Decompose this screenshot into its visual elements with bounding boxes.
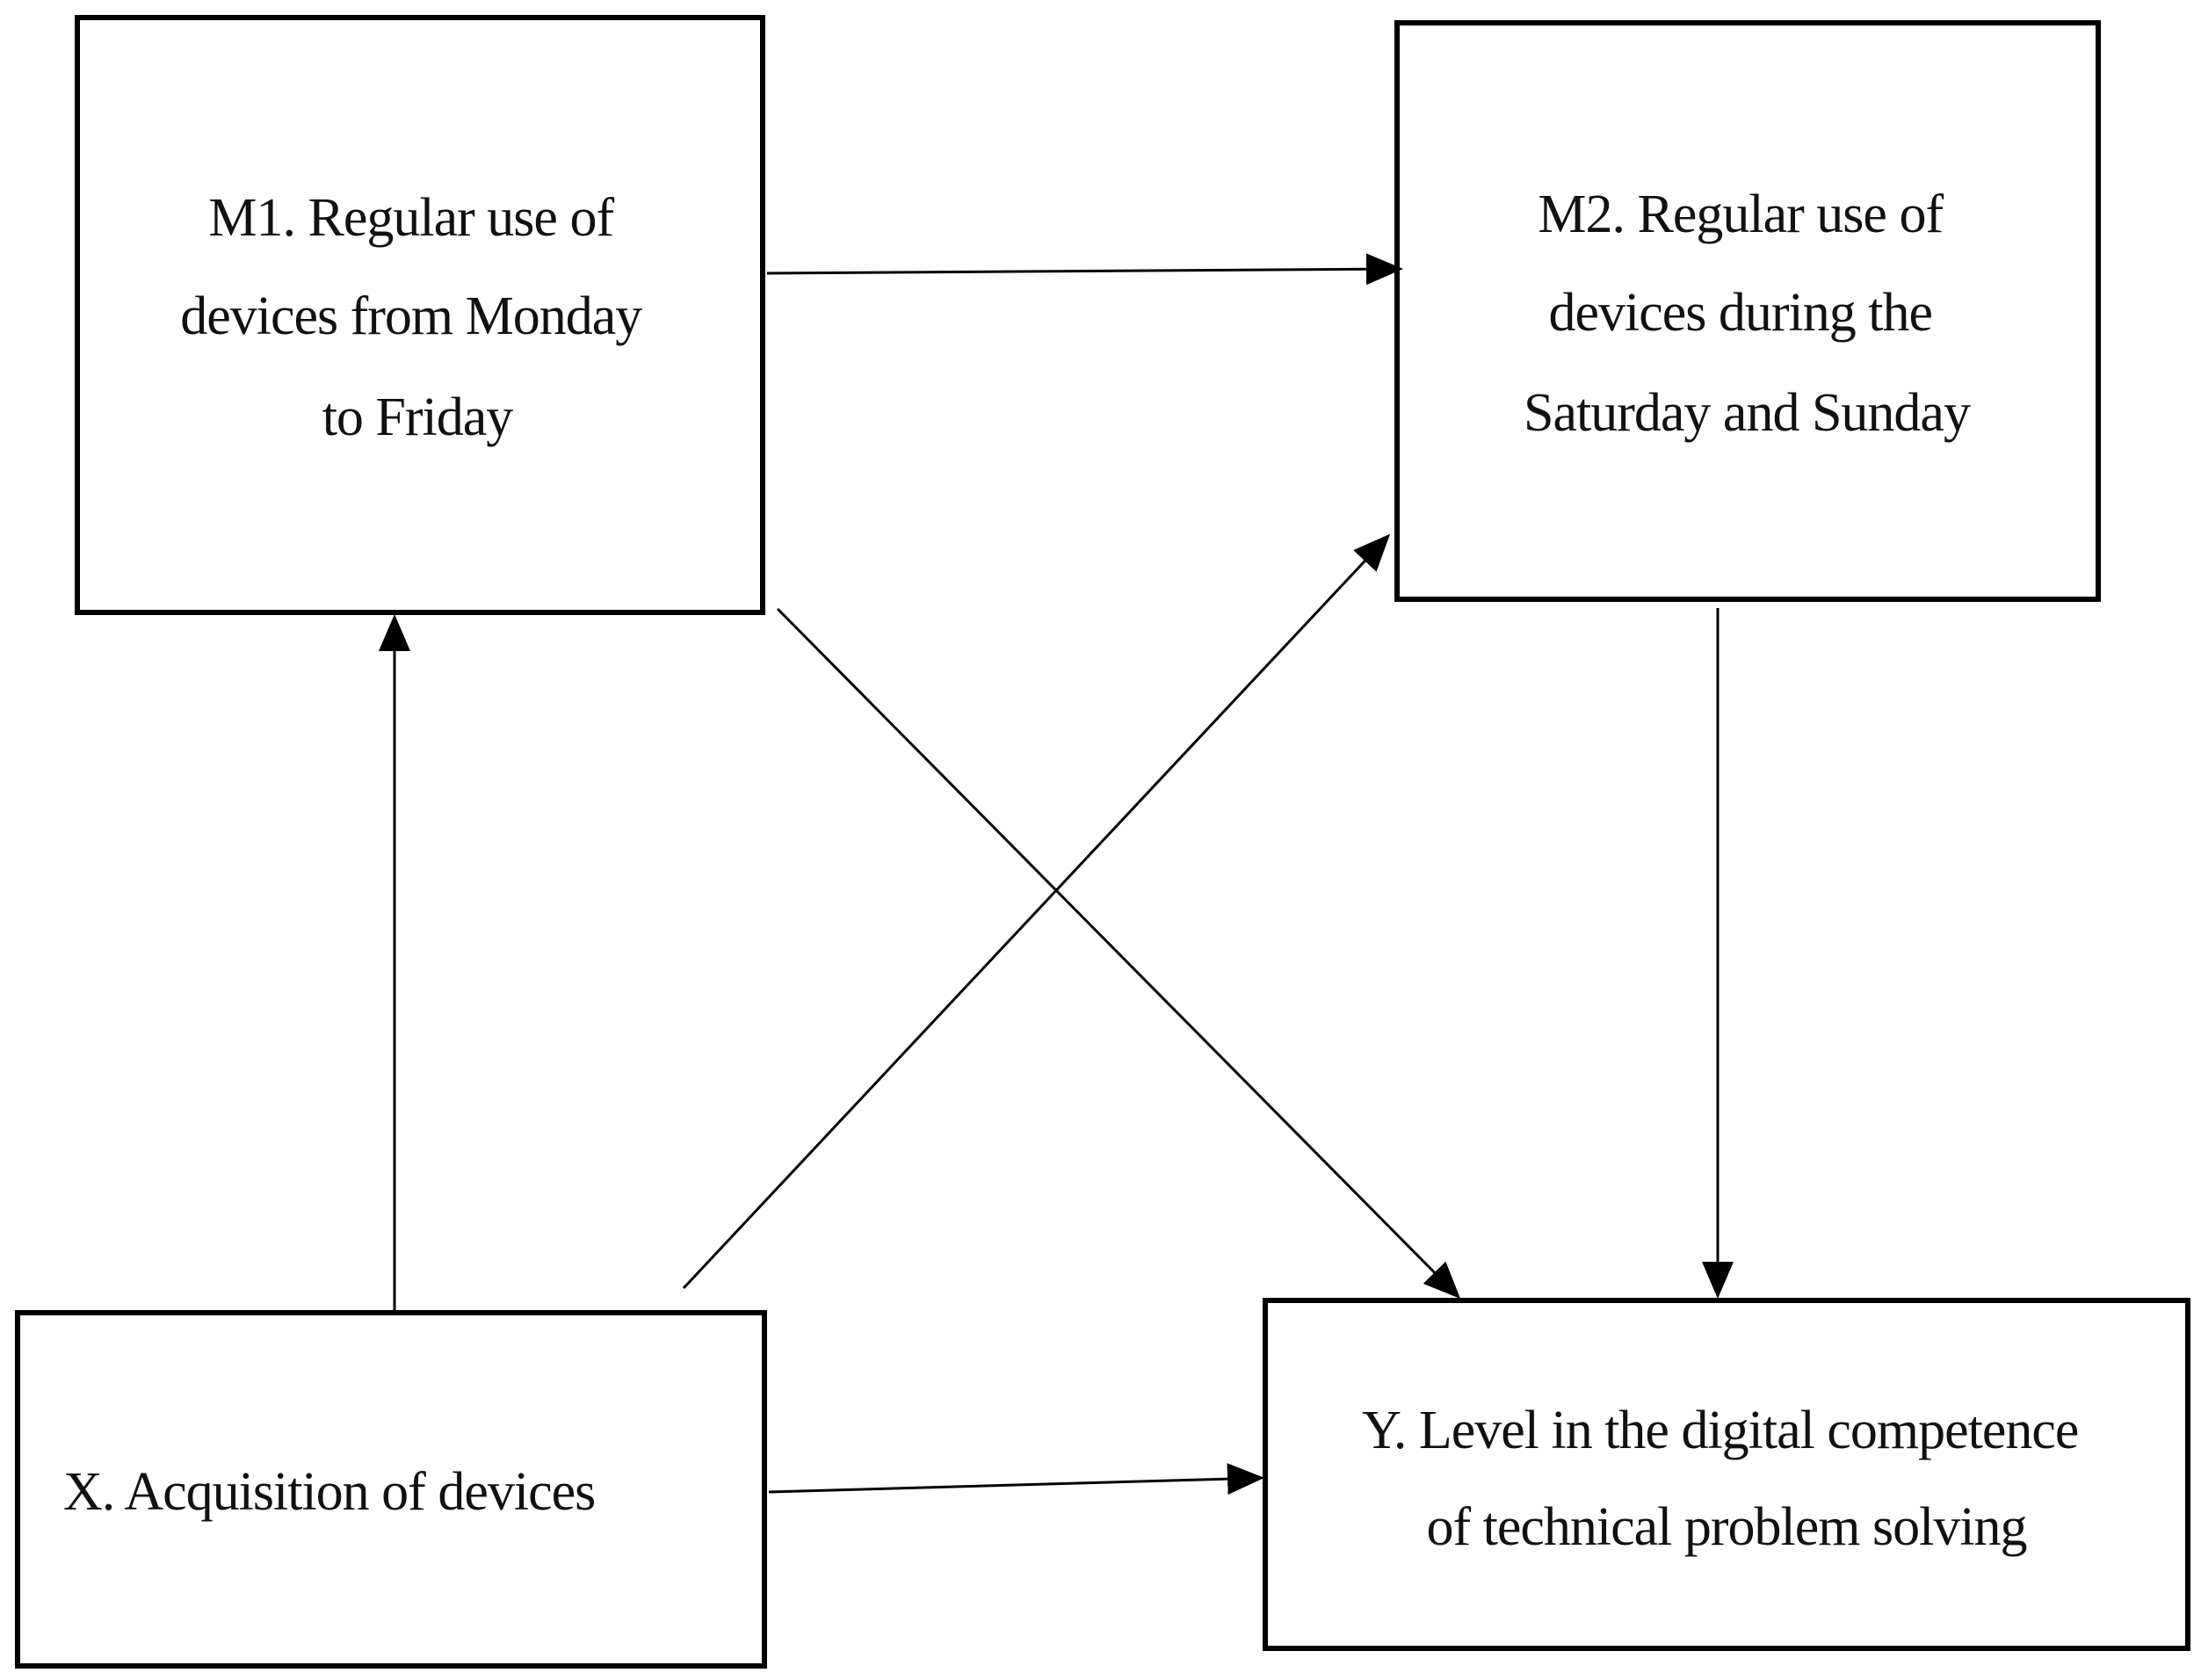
node-label-y-line-1: Y. Level in the digital competence xyxy=(1362,1401,2078,1460)
node-box-m2 xyxy=(1394,20,2101,602)
node-label-m2: M2. Regular use of devices during the Sa… xyxy=(1524,185,1971,443)
node-label-m2-line-2: devices during the xyxy=(1548,283,1932,343)
node-label-y: Y. Level in the digital competence of te… xyxy=(1362,1401,2091,1557)
node-label-m1-line-2: devices from Monday xyxy=(180,286,642,346)
node-label-m1-line-1: M1. Regular use of xyxy=(208,188,614,248)
node-label-m2-line-1: M2. Regular use of xyxy=(1538,185,1944,244)
node-box-x xyxy=(15,1310,767,1669)
node-label-x-line-1: X. Acquisition of devices xyxy=(63,1462,595,1522)
node-label-x: X. Acquisition of devices xyxy=(63,1462,595,1522)
edge-m1-to-m2 xyxy=(766,253,1403,286)
edge-m1-to-y xyxy=(776,607,1461,1300)
node-box-m1 xyxy=(75,15,765,615)
edge-x-to-y xyxy=(768,1463,1264,1495)
node-label-y-line-2: of technical problem solving xyxy=(1426,1497,2026,1557)
node-label-m2-line-3: Saturday and Sunday xyxy=(1524,383,1971,443)
node-label-m1: M1. Regular use of devices from Monday t… xyxy=(180,188,655,447)
node-box-y xyxy=(1263,1298,2190,1651)
edge-x-to-m2 xyxy=(682,533,1391,1290)
node-label-m1-line-3: to Friday xyxy=(322,387,514,447)
